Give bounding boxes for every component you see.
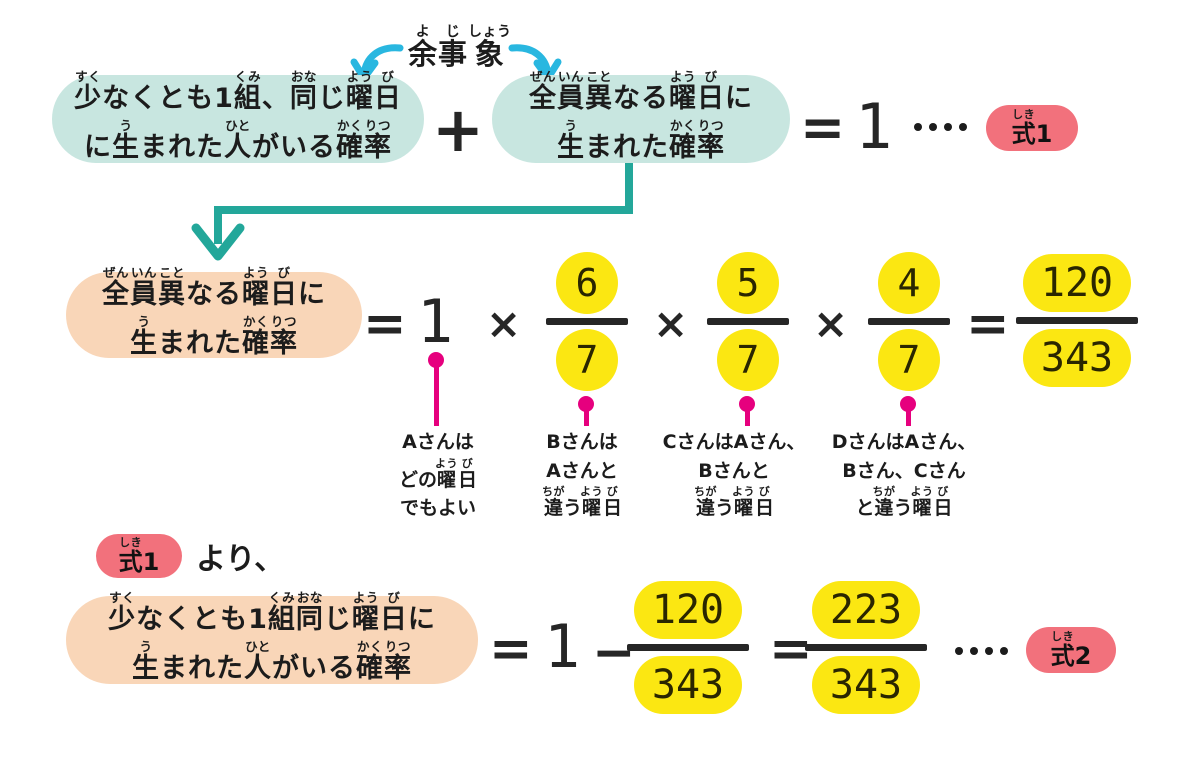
box-d-line-1: 少すくなくとも1組くみ同おなじ曜よう日びに (108, 589, 436, 635)
badge-2-text: 式しき2 (1050, 629, 1092, 670)
annotation-line: 違ちがう曜よう日び (693, 485, 774, 519)
pin-marker-a (428, 352, 444, 426)
elbow-arrow-down-icon (191, 159, 633, 261)
box-b-line-2: 生うまれた確かく率りつ (557, 118, 725, 163)
minus-operator: − (592, 623, 636, 683)
fraction-bar (868, 318, 950, 325)
fraction-4-over-7: 4 7 (868, 252, 950, 391)
probability-box-all-different-result: 全ぜん員いん異ことなる曜よう日びに 生うまれた確かく率りつ (66, 266, 362, 359)
fraction-bar (546, 318, 628, 325)
fraction-numerator: 120 (1022, 254, 1132, 312)
multiply-operator-2: × (653, 299, 689, 348)
fraction-bar (707, 318, 789, 325)
value-one-row2: 1 (417, 287, 454, 357)
fraction-numerator: 223 (811, 581, 921, 639)
pin-marker-d (900, 396, 916, 426)
leader-dots-row4 (955, 647, 1008, 655)
annotation-line: Bさん、Cさん (842, 459, 966, 482)
badge-1-text: 式しき1 (1011, 107, 1053, 148)
multiply-operator-3: × (813, 299, 849, 348)
pin-stem-c (744, 410, 750, 426)
annotation-line: Aさんは (402, 431, 474, 453)
fraction-numerator: 6 (556, 252, 618, 314)
annotation-line: Aさんと (546, 459, 618, 482)
fraction-numerator: 120 (633, 581, 743, 639)
annotation-line: DさんはAさん、 (831, 431, 977, 453)
leader-dots-row1 (914, 123, 967, 131)
pin-head-a (428, 352, 444, 368)
annotation-line: Bさんと (698, 459, 770, 482)
fraction-denominator: 343 (811, 656, 921, 714)
multiply-operator-1: × (486, 299, 522, 348)
probability-box-all-different: 全ぜん員いん異ことなる曜よう日びに 生うまれた確かく率りつ (492, 70, 790, 163)
plus-operator: + (432, 93, 484, 166)
probability-box-final: 少すくなくとも1組くみ同おなじ曜よう日びに 生うまれた人ひとがいる確かく率りつ (66, 591, 478, 684)
pin-head-d (900, 396, 916, 412)
fraction-223-over-343: 223 343 (805, 581, 927, 714)
box-b-line-1: 全ぜん員いん異ことなる曜よう日びに (529, 68, 753, 114)
fraction-denominator: 343 (633, 656, 743, 714)
value-one-row4: 1 (544, 612, 581, 682)
equation-badge-2: 式しき2 (1026, 627, 1116, 673)
pin-head-b (578, 396, 594, 412)
fraction-6-over-7: 6 7 (546, 252, 628, 391)
annotation-line: でもよい (399, 497, 476, 519)
annotation-person-c: CさんはAさん、 Bさんと 違ちがう曜よう日び (654, 428, 814, 523)
title-ruby-1: 余よ (408, 24, 439, 71)
fraction-denominator: 7 (878, 329, 940, 391)
annotation-line: どの曜よう日び (398, 456, 477, 491)
equation-badge-1: 式しき1 (986, 105, 1078, 151)
equals-operator-row1: = (800, 96, 846, 159)
title-ruby-3: 象しょう (468, 24, 512, 71)
box-a-line-2: に生うまれた人ひとがいる確かく率りつ (84, 118, 392, 163)
box-a-line-1: 少すくなくとも1組くみ、同おなじ曜よう日び (74, 68, 402, 114)
fraction-5-over-7: 5 7 (707, 252, 789, 391)
fraction-120-over-343-sub: 120 343 (627, 581, 749, 714)
fraction-120-over-343: 120 343 (1016, 254, 1138, 387)
yori-text: より、 (196, 542, 285, 577)
annotation-person-d: DさんはAさん、 Bさん、Cさん と違ちがう曜よう日び (812, 428, 996, 523)
annotation-line: CさんはAさん、 (662, 431, 806, 453)
fraction-bar (1016, 317, 1138, 324)
badge-1-ref-text: 式しき1 (118, 535, 160, 576)
fraction-bar (627, 644, 749, 651)
value-one-row1: 1 (855, 90, 893, 163)
pin-stem-a (433, 366, 439, 426)
annotation-line: と違ちがう曜よう日び (855, 485, 953, 519)
annotation-person-b: Bさんは Aさんと 違ちがう曜よう日び (537, 428, 627, 523)
box-c-line-2: 生うまれた確かく率りつ (130, 314, 298, 359)
equation-badge-1-reference: 式しき1 (96, 534, 182, 578)
page-title: 余よ事じ象しょう (408, 24, 512, 73)
annotation-line: Bさんは (546, 431, 618, 453)
title-ruby-2: 事じ (438, 24, 469, 71)
fraction-numerator: 4 (878, 252, 940, 314)
equals-operator-row4-a: = (489, 619, 533, 679)
pin-stem-d (905, 410, 911, 426)
annotation-line: 違ちがう曜よう日び (541, 485, 622, 519)
equals-operator-row2-a: = (363, 294, 407, 354)
equals-operator-row2-b: = (966, 294, 1010, 354)
fraction-denominator: 7 (556, 329, 618, 391)
fraction-denominator: 7 (717, 329, 779, 391)
fraction-bar (805, 644, 927, 651)
annotation-person-a: Aさんは どの曜よう日び でもよい (392, 428, 484, 523)
fraction-numerator: 5 (717, 252, 779, 314)
pin-marker-c (739, 396, 755, 426)
fraction-denominator: 343 (1022, 329, 1132, 387)
pin-marker-b (578, 396, 594, 426)
pin-stem-b (583, 410, 589, 426)
box-d-line-2: 生うまれた人ひとがいる確かく率りつ (132, 639, 412, 684)
pin-head-c (739, 396, 755, 412)
probability-box-at-least-one-same: 少すくなくとも1組くみ、同おなじ曜よう日び に生うまれた人ひとがいる確かく率りつ (52, 70, 424, 163)
box-c-line-1: 全ぜん員いん異ことなる曜よう日びに (102, 264, 326, 310)
